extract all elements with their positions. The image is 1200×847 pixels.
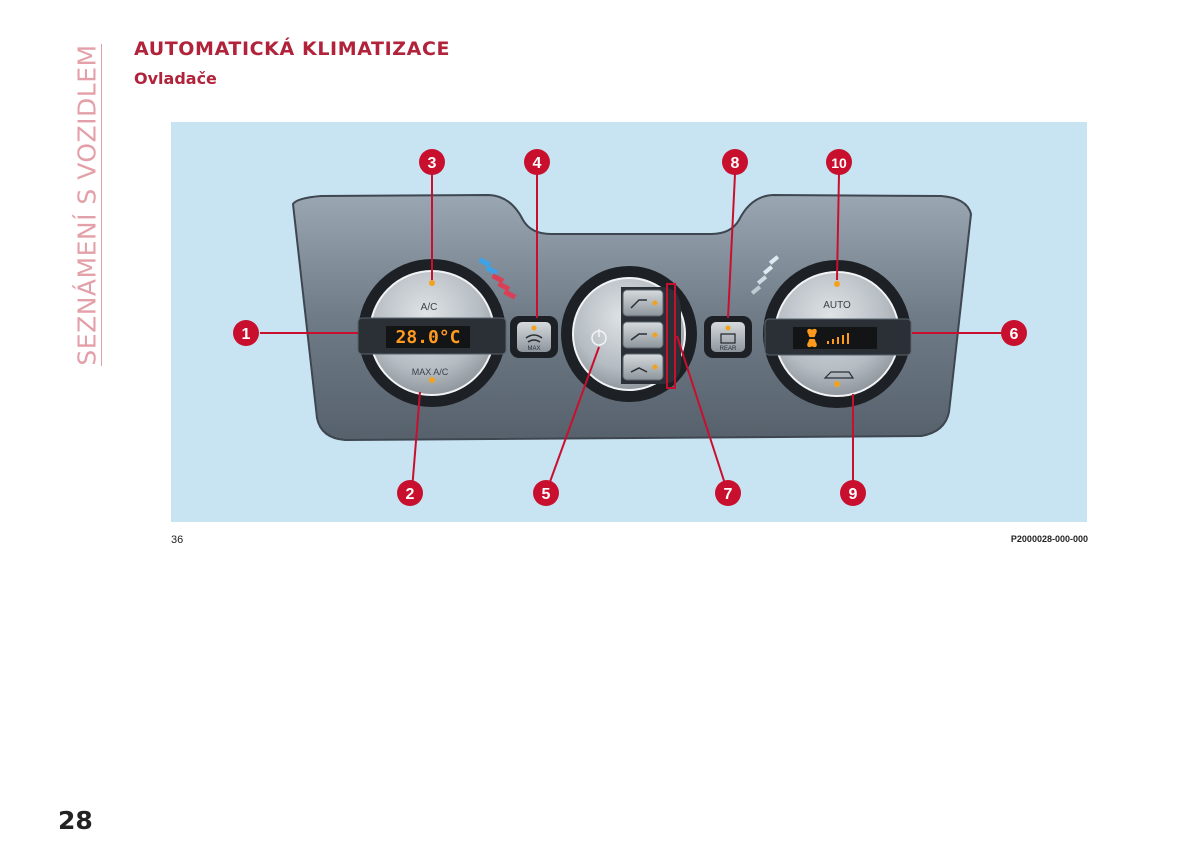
temperature-hot-indicator — [478, 257, 517, 300]
svg-text:6: 6 — [1010, 326, 1019, 343]
fan-icon — [807, 328, 817, 348]
svg-text:2: 2 — [406, 486, 415, 503]
fan-speed-bars — [827, 333, 849, 344]
figure-code: P2000028-000-000 — [1010, 534, 1088, 544]
svg-text:8: 8 — [731, 155, 740, 172]
temperature-display: 28.0°C — [395, 327, 460, 348]
callout-6: 6 — [1001, 320, 1027, 346]
max-ac-label: MAX A/C — [412, 367, 449, 377]
right-fan-knob — [763, 260, 912, 408]
callout-1: 1 — [233, 320, 259, 346]
figure-number: 36 — [171, 534, 184, 546]
page-title: AUTOMATICKÁ KLIMATIZACE — [134, 38, 451, 60]
climate-control-figure: A/C MAX A/C 28.0°C MAX — [171, 122, 1087, 522]
callout-2: 2 — [397, 480, 423, 506]
rear-defrost-button — [704, 316, 752, 358]
auto-label: AUTO — [823, 300, 851, 311]
fan-speed-display — [807, 328, 849, 348]
rear-button-label: REAR — [720, 346, 737, 352]
ac-label: A/C — [421, 302, 438, 313]
side-section-title: SEZNÁMENÍ S VOZIDLEM — [72, 44, 102, 366]
svg-text:3: 3 — [428, 155, 437, 172]
svg-text:10: 10 — [831, 155, 847, 171]
callout-8: 8 — [722, 149, 748, 175]
svg-text:4: 4 — [533, 155, 542, 172]
callout-3: 3 — [419, 149, 445, 175]
svg-text:9: 9 — [849, 486, 858, 503]
page-number: 28 — [58, 806, 93, 835]
svg-text:5: 5 — [542, 486, 551, 503]
left-temperature-knob — [357, 259, 507, 407]
center-distribution-knob — [561, 266, 697, 402]
callout-5: 5 — [533, 480, 559, 506]
max-defrost-button — [510, 316, 558, 358]
callout-7: 7 — [715, 480, 741, 506]
svg-text:7: 7 — [724, 486, 733, 503]
callout-9: 9 — [840, 480, 866, 506]
page-subtitle: Ovladače — [134, 69, 217, 88]
callout-4: 4 — [524, 149, 550, 175]
fan-cold-indicator — [750, 255, 780, 295]
max-button-label: MAX — [527, 346, 540, 352]
svg-text:1: 1 — [242, 326, 251, 343]
side-divider — [101, 44, 102, 366]
callout-10: 10 — [826, 149, 852, 175]
